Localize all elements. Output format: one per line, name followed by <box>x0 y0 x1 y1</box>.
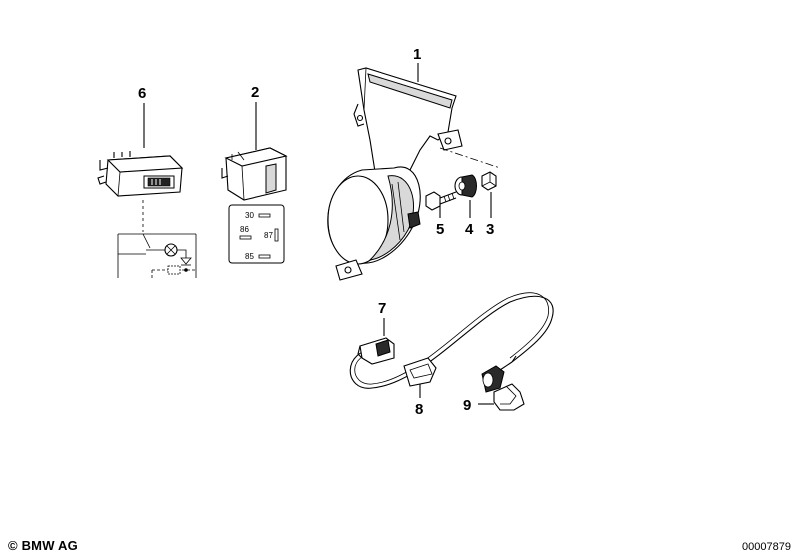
switch-part-6[interactable] <box>97 103 197 280</box>
wiring-harness[interactable] <box>349 292 554 411</box>
callout-8: 8 <box>415 401 423 418</box>
callout-4: 4 <box>465 221 474 238</box>
nut-part-3[interactable] <box>481 171 497 218</box>
callout-3: 3 <box>486 221 494 238</box>
callout-7: 7 <box>378 300 386 317</box>
grommet-part-4[interactable] <box>454 174 477 218</box>
copyright-label: © BMW AG <box>8 538 78 553</box>
callout-1: 1 <box>413 46 421 63</box>
relay-pin-30: 30 <box>245 211 254 220</box>
horn-part-1[interactable] <box>327 63 501 281</box>
callout-6: 6 <box>138 85 146 102</box>
relay-pin-87: 87 <box>264 231 273 240</box>
relay-part-2[interactable] <box>221 102 288 264</box>
callout-5: 5 <box>436 221 444 238</box>
relay-pin-85: 85 <box>245 252 254 261</box>
relay-pin-86: 86 <box>240 225 249 234</box>
bolt-part-5[interactable] <box>425 191 457 218</box>
callout-9: 9 <box>463 397 471 414</box>
diagram-id-label: 00007879 <box>742 541 791 553</box>
callout-2: 2 <box>251 84 259 101</box>
